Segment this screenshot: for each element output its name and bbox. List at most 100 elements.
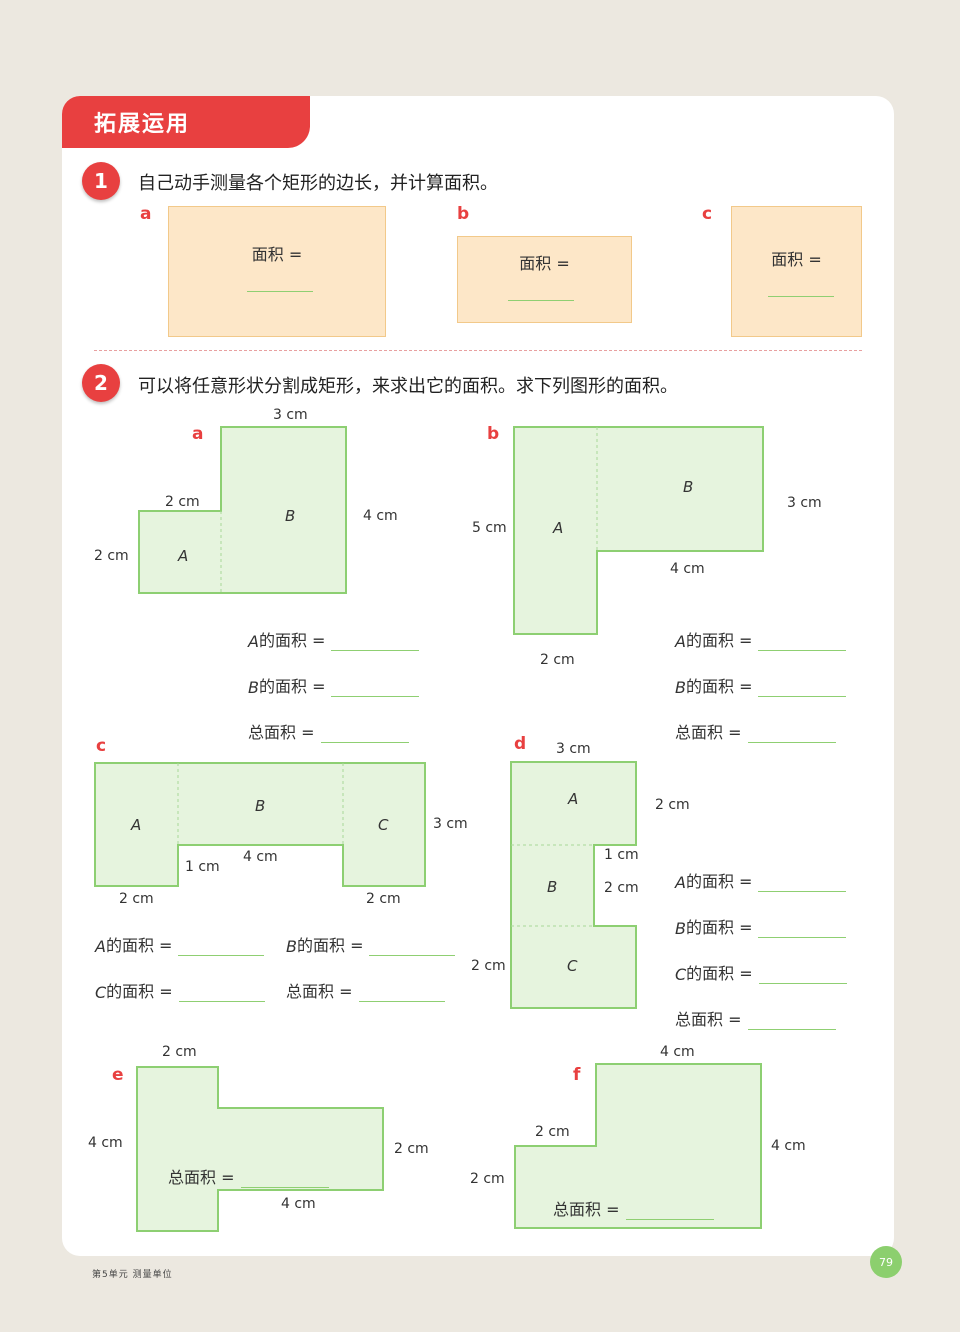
shape-c-answer-total-blank[interactable] (358, 987, 445, 1002)
shape-f-dim-left: 2 cm (470, 1171, 505, 1187)
shape-a-answer-total-label: 总面积 = (248, 723, 315, 742)
shape-d-part-b: B (547, 878, 558, 896)
shape-b-answer-a-blank[interactable] (758, 636, 847, 651)
shape-b-answer-a-part: A (675, 632, 686, 651)
shape-b-dim-bottom: 2 cm (540, 652, 575, 668)
shape-b-part-a: A (553, 519, 564, 537)
shape-c-dim-right-bottom: 2 cm (366, 891, 401, 907)
shape-a-answer-b-label: 的面积 = (258, 677, 326, 696)
shape-d-answer-b-label: 的面积 = (685, 918, 753, 937)
shape-b-answer-total-blank[interactable] (747, 728, 836, 743)
shape-c-answer-b-blank[interactable] (369, 941, 456, 956)
shape-d-dim-top: 3 cm (556, 741, 591, 757)
shape-a-dim-top: 3 cm (273, 407, 308, 423)
shape-d-answer-b-part: B (675, 919, 686, 938)
shape-d-answer-total-blank[interactable] (747, 1015, 836, 1030)
shape-a-answer-total-blank[interactable] (320, 728, 409, 743)
shape-c-answer-c-blank[interactable] (178, 987, 265, 1002)
shape-c-dim-inner-h: 1 cm (185, 859, 220, 875)
shape-e-dim-bottom: 4 cm (281, 1196, 316, 1212)
page-number: 79 (870, 1246, 902, 1278)
shape-c-dim-left-bottom: 2 cm (119, 891, 154, 907)
q1-rect-b-blank[interactable] (508, 300, 574, 301)
q1-letter-c: c (702, 204, 713, 224)
shape-d-answer-c-blank[interactable] (758, 969, 847, 984)
shape-d-answer-a-label: 的面积 = (685, 872, 753, 891)
shape-e-answer-total-label: 总面积 = (168, 1168, 235, 1187)
shape-e-dim-top: 2 cm (162, 1044, 197, 1060)
shape-c-answer-b-label: 的面积 = (296, 936, 364, 955)
footer-unit: 第5单元 测量单位 (92, 1270, 173, 1280)
shape-d-dim-right-top: 2 cm (655, 797, 690, 813)
shape-c-answer-total: 总面积 = (286, 978, 445, 1002)
shape-c-answer-a-part: A (95, 937, 106, 956)
shape-a-part-b: B (285, 507, 296, 525)
shape-d-part-a: A (568, 790, 579, 808)
shape-b-part-b: B (683, 478, 694, 496)
shape-c-answer-total-label: 总面积 = (286, 982, 353, 1001)
shape-a-dim-step: 2 cm (165, 494, 200, 510)
shape-a-answer-b-blank[interactable] (331, 682, 420, 697)
q1-rect-a: 面积 = (168, 206, 386, 337)
question-1-text: 自己动手测量各个矩形的边长，并计算面积。 (138, 173, 498, 194)
shape-b-answer-total-label: 总面积 = (675, 723, 742, 742)
shape-c-answer-a-label: 的面积 = (105, 936, 173, 955)
shape-c-dim-right: 3 cm (433, 816, 468, 832)
section-title: 拓展运用 (62, 96, 310, 148)
q1-letter-a: a (140, 204, 152, 224)
shape-b-answer-a-label: 的面积 = (685, 631, 753, 650)
shape-c-part-a: A (131, 816, 142, 834)
shape-f-dim-top: 4 cm (660, 1044, 695, 1060)
q1-rect-b-label: 面积 = (519, 254, 570, 273)
q2-letter-f: f (573, 1065, 581, 1085)
shape-e-answer-total: 总面积 = (168, 1164, 329, 1188)
shape-a-answer-a-part: A (248, 632, 259, 651)
q1-letter-b: b (457, 204, 470, 224)
q1-rect-b: 面积 = (457, 236, 632, 323)
shape-a-dim-right: 4 cm (363, 508, 398, 524)
shape-c-part-b: B (255, 797, 266, 815)
shape-b-answer-total: 总面积 = (675, 719, 836, 743)
shape-d-part-c: C (567, 957, 578, 975)
question-2-number: 2 (82, 364, 120, 402)
shape-c-answer-a-blank[interactable] (178, 941, 265, 956)
shape-f-answer-total-blank[interactable] (625, 1205, 714, 1220)
q1-rect-a-blank[interactable] (247, 291, 313, 292)
shape-a-answer-total: 总面积 = (248, 719, 409, 743)
shape-f-dim-step: 2 cm (535, 1124, 570, 1140)
shape-b-dim-inner: 4 cm (670, 561, 705, 577)
shape-b-answer-b-blank[interactable] (758, 682, 847, 697)
q2-letter-a: a (192, 424, 204, 444)
shape-b-answer-b-part: B (675, 678, 686, 697)
shape-d-answer-a-part: A (675, 873, 686, 892)
shape-d-dim-inner-2: 2 cm (604, 880, 639, 896)
shape-d-answer-total: 总面积 = (675, 1006, 836, 1030)
shape-d-answer-c-label: 的面积 = (686, 964, 753, 983)
shape-d-answer-b-blank[interactable] (758, 923, 847, 938)
shape-c-dim-inner-w: 4 cm (243, 849, 278, 865)
shape-e-answer-total-blank[interactable] (240, 1173, 329, 1188)
shape-c-part-c: C (378, 816, 389, 834)
shape-e-dim-right: 2 cm (394, 1141, 429, 1157)
shape-a-dim-left: 2 cm (94, 548, 129, 564)
shape-a-answer-b-part: B (248, 678, 259, 697)
shape-d-answer-a-blank[interactable] (758, 877, 847, 892)
shape-d-answer-total-label: 总面积 = (675, 1010, 742, 1029)
q1-rect-c-blank[interactable] (768, 296, 834, 297)
shape-a-answer-a-blank[interactable] (331, 636, 420, 651)
q1-rect-c-label: 面积 = (771, 250, 822, 269)
section-divider (94, 350, 862, 351)
q2-letter-d: d (514, 734, 527, 754)
